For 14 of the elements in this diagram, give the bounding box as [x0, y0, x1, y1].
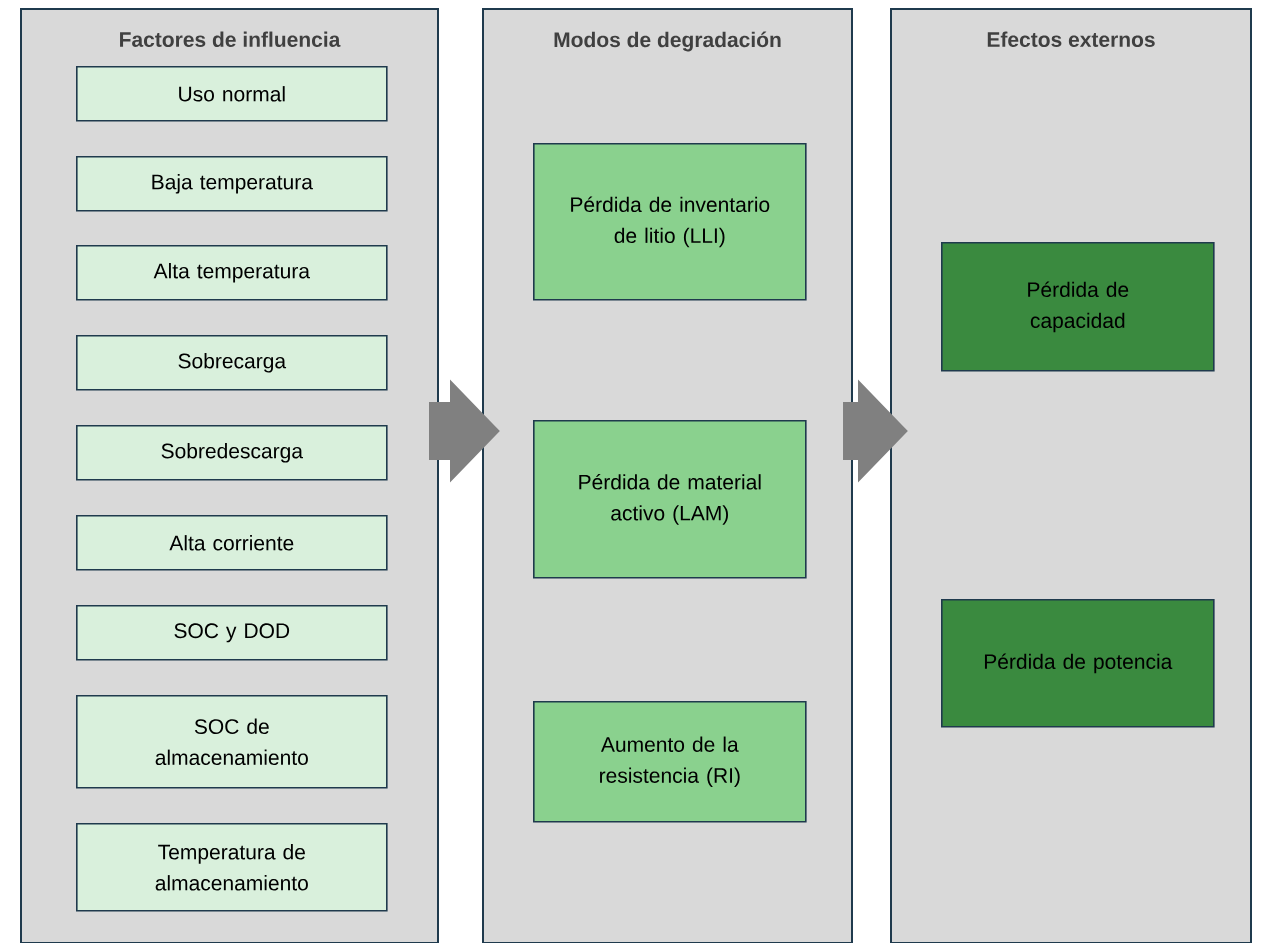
effect-box: Pérdida de potencia	[941, 599, 1215, 728]
mode-box: Aumento de la resistencia (RI)	[533, 701, 807, 823]
factor-box: Sobredescarga	[76, 425, 388, 481]
factor-box: Alta corriente	[76, 515, 388, 571]
mode-box: Pérdida de material activo (LAM)	[533, 420, 807, 579]
factor-box: Temperatura de almacenamiento	[76, 823, 388, 912]
effect-box: Pérdida de capacidad	[941, 242, 1215, 372]
factor-box: Sobrecarga	[76, 335, 388, 391]
factor-box: SOC de almacenamiento	[76, 695, 388, 789]
factor-box: SOC y DOD	[76, 605, 388, 661]
factor-box: Alta temperatura	[76, 245, 388, 301]
mode-box: Pérdida de inventario de litio (LLI)	[533, 143, 807, 301]
factor-box: Baja temperatura	[76, 156, 388, 212]
factor-box: Uso normal	[76, 66, 388, 122]
